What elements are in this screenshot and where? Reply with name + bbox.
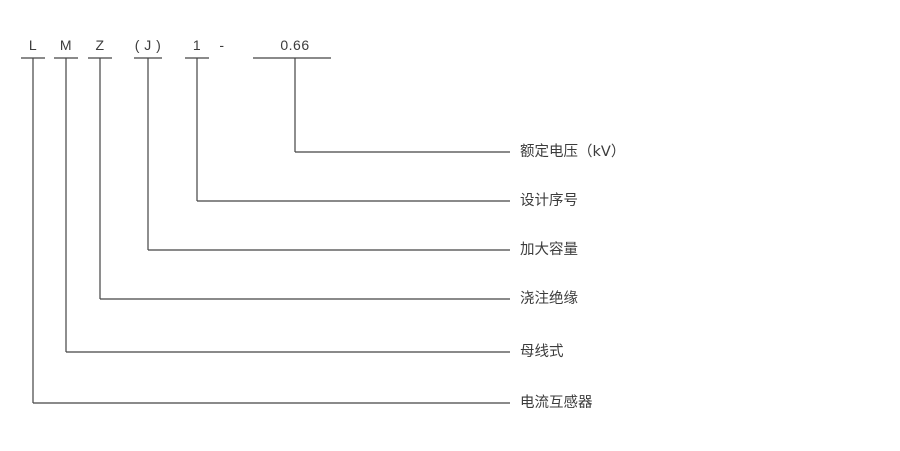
callout-current-transformer-label: 电流互感器 — [520, 395, 593, 411]
code-char-seg-m: M — [59, 37, 73, 53]
code-char-seg-l: L — [28, 37, 38, 53]
code-char-seg-066: 0.66 — [280, 37, 310, 53]
callout-busbar-type-label: 母线式 — [520, 344, 564, 360]
code-char-seg-dash: - — [219, 37, 225, 53]
callout-enlarged-capacity-label: 加大容量 — [520, 242, 578, 258]
callout-rated-voltage-label: 额定电压（kV） — [520, 144, 626, 160]
callout-cast-insulation-label: 浇注绝缘 — [520, 291, 578, 307]
code-char-seg-z: Z — [95, 37, 105, 53]
code-char-seg-j: ( J ) — [134, 37, 162, 53]
callout-design-serial-label: 设计序号 — [520, 193, 578, 209]
code-char-seg-1: 1 — [192, 37, 202, 53]
callout-leader-lines-group — [32, 58, 510, 404]
